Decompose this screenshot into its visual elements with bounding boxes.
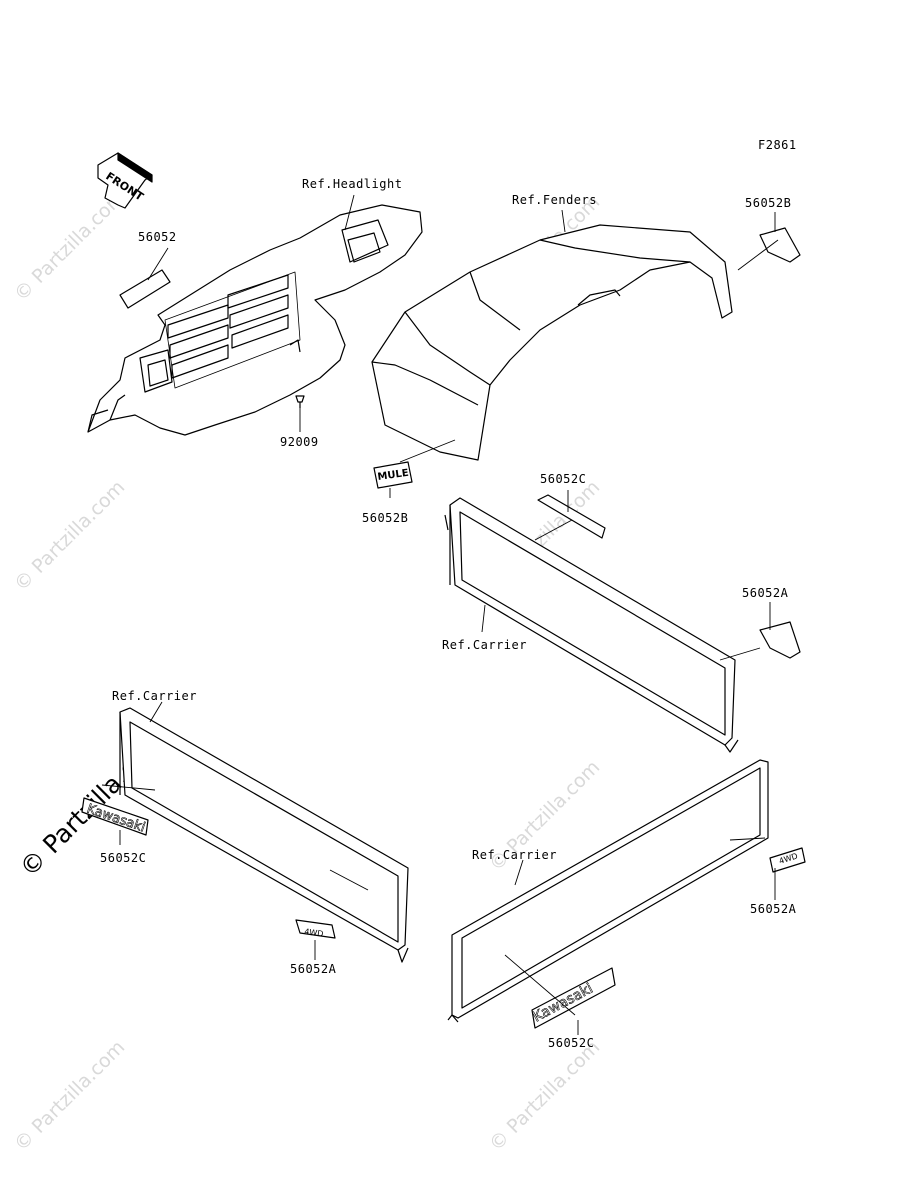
label-56052: 56052 [138,230,177,244]
decal-56052c-strip [537,494,606,539]
leader-lines [101,194,779,1035]
label-ref-carrier-lower: Ref.Carrier [472,848,557,862]
4wd-decal-text-left: 4WD [304,927,324,939]
label-56052a-bottomright: 56052A [750,902,797,916]
carrier-panel-lower [447,759,769,1023]
rear-fender [371,224,733,461]
label-92009: 92009 [280,435,319,449]
4wd-decal-left [295,919,336,939]
decal-56052 [119,269,171,309]
kawasaki-decal-text-bottom: Kawasaki [530,981,595,1026]
decal-56052b [759,227,801,263]
front-arrow-icon [97,152,153,209]
label-ref-carrier-left: Ref.Carrier [112,689,197,703]
mule-decal-text: MULE [377,468,410,483]
label-ref-carrier-upper: Ref.Carrier [442,638,527,652]
label-56052a-right: 56052A [742,586,789,600]
kawasaki-decal-left [81,797,149,836]
label-ref-headlight: Ref.Headlight [302,177,403,191]
kawasaki-decal-bottom [531,967,616,1029]
label-56052c-bottom: 56052C [548,1036,595,1050]
label-ref-fenders: Ref.Fenders [512,193,597,207]
decal-56052a-right [759,621,801,659]
label-56052c-top: 56052C [540,472,587,486]
mule-decal [373,461,413,489]
grille-slots [164,271,301,389]
label-56052a-left: 56052A [290,962,337,976]
screw-92009 [295,395,305,408]
label-56052c-left: 56052C [100,851,147,865]
carrier-panel-left [119,707,409,963]
4wd-decal-right [769,847,806,873]
label-56052b-mid: 56052B [362,511,409,525]
figure-code: F2861 [758,138,797,152]
carrier-panel-upper [444,497,739,753]
label-56052b-top: 56052B [745,196,792,210]
kawasaki-decal-text-left: Kawasaki [85,802,147,836]
front-cowl [87,204,423,436]
